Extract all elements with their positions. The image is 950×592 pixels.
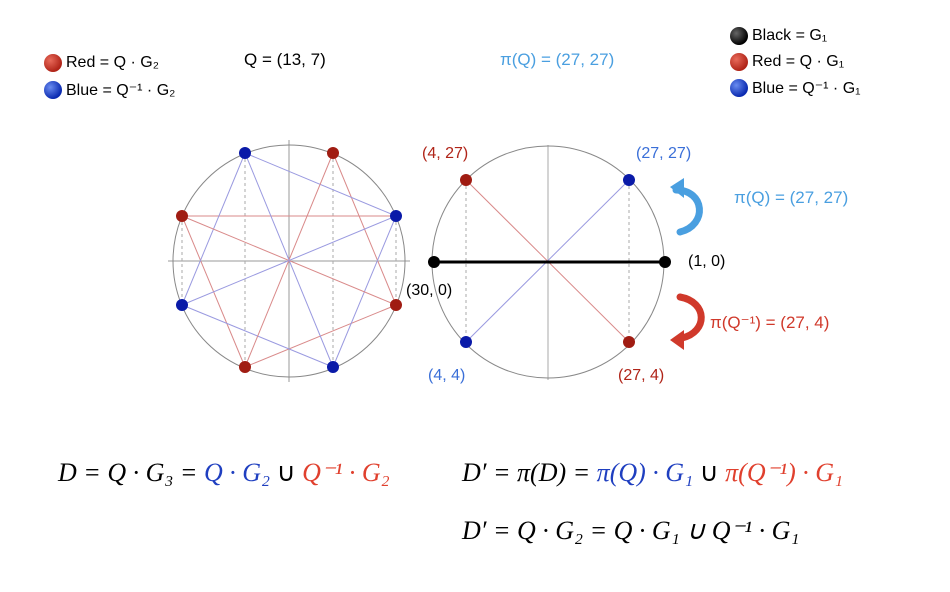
equation-d-lhs: D = Q · G₃ = xyxy=(58,458,204,487)
label-top-right: (27, 27) xyxy=(636,145,692,162)
pi-q-header: π(Q) = (27, 27) xyxy=(500,50,615,69)
legend-right-blue-label: Blue = Q⁻¹ · G₁ xyxy=(752,80,861,97)
equation-d-prime-q: D′ = Q · G₂ = Q · G₁ ∪ Q⁻¹ · G₁ xyxy=(462,516,800,545)
label-right: (1, 0) xyxy=(688,253,726,270)
legend-left-red: Red = Q · G₂ xyxy=(44,54,159,72)
left-circle-group xyxy=(168,140,410,382)
pi-q-inv-arrow-icon xyxy=(670,293,705,350)
left-star-line xyxy=(181,215,397,306)
red-dot-icon xyxy=(730,53,748,71)
left-red-point xyxy=(390,299,402,311)
blue-dot-icon xyxy=(44,81,62,99)
legend-left-blue-label: Blue = Q⁻¹ · G₂ xyxy=(66,82,176,99)
legend-right-red: Red = Q · G₁ xyxy=(730,53,844,71)
left-blue-point xyxy=(176,299,188,311)
left-blue-point xyxy=(239,147,251,159)
label-left: (30, 0) xyxy=(406,282,453,299)
equation-dp-blue: π(Q) · G₁ xyxy=(596,458,694,487)
left-red-point xyxy=(239,361,251,373)
left-red-line xyxy=(182,153,333,305)
equation-d-union: ∪ xyxy=(270,458,303,487)
legend-left-red-label: Red = Q · G₂ xyxy=(66,54,159,71)
right-circle-group xyxy=(428,145,671,380)
equation-d-prime-pi: D′ = π(D) = π(Q) · G₁ ∪ π(Q⁻¹) · G₁ xyxy=(462,458,843,488)
equation-dp-red: π(Q⁻¹) · G₁ xyxy=(725,458,844,487)
label-bottom-right: (27, 4) xyxy=(618,367,665,384)
red-dot-icon xyxy=(44,54,62,72)
left-red-point xyxy=(327,147,339,159)
equation-d-blue: Q · G₂ xyxy=(203,458,271,487)
label-bottom-left: (4, 4) xyxy=(428,367,466,384)
black-dot-icon xyxy=(730,27,748,45)
arrow-label-pi-q: π(Q) = (27, 27) xyxy=(734,188,849,207)
pi-q-arrow-icon xyxy=(670,178,703,236)
q-definition: Q = (13, 7) xyxy=(244,50,326,69)
right-black-point xyxy=(428,256,440,268)
legend-right-red-label: Red = Q · G₁ xyxy=(752,53,845,70)
equation-dp-lhs: D′ = π(D) = xyxy=(462,458,597,487)
left-blue-point xyxy=(390,210,402,222)
right-blue-point xyxy=(623,174,635,186)
equation-d-red: Q⁻¹ · G₂ xyxy=(302,458,390,487)
legend-right-black: Black = G₁ xyxy=(730,27,827,45)
legend-left-blue: Blue = Q⁻¹ · G₂ xyxy=(44,80,175,100)
right-blue-point xyxy=(460,336,472,348)
left-blue-point xyxy=(327,361,339,373)
arrow-label-pi-q-inv: π(Q⁻¹) = (27, 4) xyxy=(710,313,830,332)
left-red-point xyxy=(176,210,188,222)
equation-dp-union: ∪ xyxy=(693,458,726,487)
right-black-point xyxy=(659,256,671,268)
legend-right-black-label: Black = G₁ xyxy=(752,27,828,44)
right-red-point xyxy=(623,336,635,348)
legend-right-blue: Blue = Q⁻¹ · G₁ xyxy=(730,78,861,98)
left-unit-circle xyxy=(172,144,406,378)
blue-dot-icon xyxy=(730,79,748,97)
equation-d: D = Q · G₃ = Q · G₂ ∪ Q⁻¹ · G₂ xyxy=(58,458,390,488)
label-top-left: (4, 27) xyxy=(422,145,469,162)
right-red-point xyxy=(460,174,472,186)
